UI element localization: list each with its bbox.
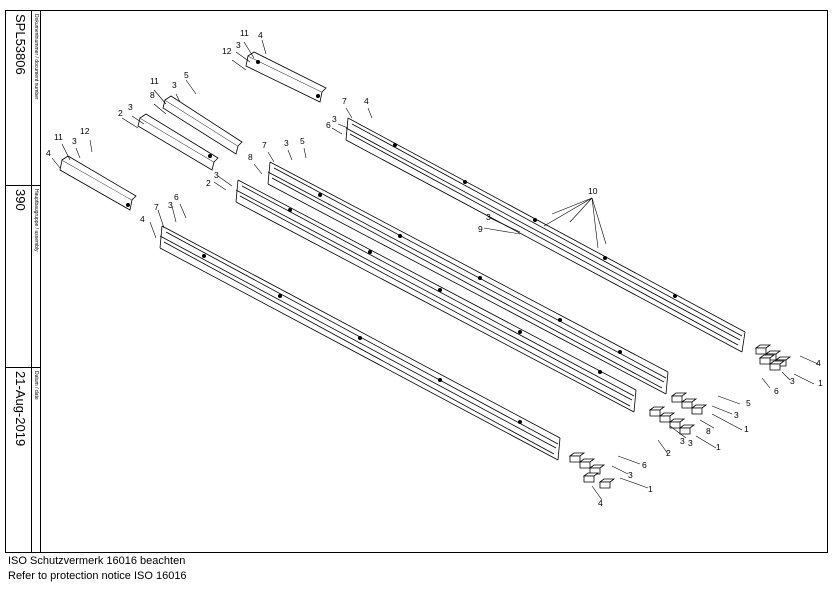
callout-label: 3 bbox=[128, 102, 133, 112]
callout-numbers: 11 4 3 12 5 11 3 8 2 3 7 4 6 3 11 3 12 4… bbox=[46, 28, 823, 508]
title-block-separator bbox=[5, 367, 41, 368]
title-block-divider bbox=[31, 10, 32, 553]
callout-label: 1 bbox=[716, 442, 721, 452]
callout-label: 4 bbox=[258, 30, 263, 40]
callout-label: 3 bbox=[72, 136, 77, 146]
callout-label: 10 bbox=[588, 186, 598, 196]
callout-label: 4 bbox=[46, 148, 51, 158]
callout-label: 4 bbox=[364, 96, 369, 106]
callout-label: 6 bbox=[774, 386, 779, 396]
short-bar-far-left bbox=[59, 155, 137, 211]
bracket-cluster-mid bbox=[649, 392, 707, 435]
callout-label: 3 bbox=[680, 436, 685, 446]
protection-notice-german: ISO Schutzvermerk 16016 beachten bbox=[8, 555, 186, 567]
rail-long-left bbox=[159, 225, 561, 461]
callout-label: 9 bbox=[478, 224, 483, 234]
callout-label: 3 bbox=[628, 470, 633, 480]
callout-label: 5 bbox=[746, 398, 751, 408]
callout-label: 3 bbox=[332, 114, 337, 124]
rail-long-right bbox=[345, 117, 746, 353]
callout-label: 3 bbox=[214, 170, 219, 180]
callout-label: 8 bbox=[150, 90, 155, 100]
callout-label: 6 bbox=[174, 192, 179, 202]
fastener-markers bbox=[126, 60, 677, 424]
callout-label: 7 bbox=[262, 140, 267, 150]
callout-label: 11 bbox=[54, 132, 63, 142]
callout-label: 1 bbox=[818, 378, 823, 388]
callout-leaders bbox=[51, 39, 819, 501]
bracket-cluster-bottom bbox=[569, 452, 615, 489]
callout-label: 4 bbox=[816, 358, 821, 368]
callout-label: 2 bbox=[206, 178, 211, 188]
callout-label: 3 bbox=[688, 438, 693, 448]
callout-label: 4 bbox=[140, 214, 145, 224]
callout-label: 11 bbox=[240, 28, 249, 38]
callout-label: 7 bbox=[342, 96, 347, 106]
protection-notice-english: Refer to protection notice ISO 16016 bbox=[8, 570, 187, 582]
rail-long-center-lower bbox=[235, 179, 637, 413]
callout-label: 12 bbox=[80, 126, 90, 136]
short-bar-upper-left-b bbox=[137, 113, 219, 171]
callout-label: 6 bbox=[326, 120, 331, 130]
bracket-cluster-right bbox=[755, 344, 791, 371]
callout-label: 3 bbox=[168, 200, 173, 210]
title-block: Dokumentnummer / document number SPL5380… bbox=[5, 10, 41, 553]
short-bar-top bbox=[245, 51, 327, 103]
callout-label: 7 bbox=[154, 202, 159, 212]
callout-label: 8 bbox=[706, 426, 711, 436]
callout-label: 6 bbox=[642, 460, 647, 470]
callout-label: 1 bbox=[648, 484, 653, 494]
callout-label: 11 bbox=[150, 76, 159, 86]
callout-label: 5 bbox=[184, 70, 189, 80]
callout-label: 3 bbox=[486, 212, 491, 222]
callout-label: 3 bbox=[284, 138, 289, 148]
callout-label: 8 bbox=[248, 152, 253, 162]
callout-label: 2 bbox=[118, 108, 123, 118]
short-bar-upper-left-a bbox=[162, 95, 243, 155]
rail-long-center-upper bbox=[267, 161, 669, 395]
callout-label: 3 bbox=[790, 376, 795, 386]
callout-label: 3 bbox=[236, 40, 241, 50]
callout-label: 2 bbox=[666, 448, 671, 458]
callout-label: 4 bbox=[598, 498, 603, 508]
callout-label: 12 bbox=[222, 46, 232, 56]
callout-label: 3 bbox=[172, 80, 177, 90]
callout-label: 1 bbox=[744, 424, 749, 434]
callout-label: 3 bbox=[734, 410, 739, 420]
drawing-frame bbox=[5, 10, 828, 553]
title-block-separator bbox=[5, 185, 41, 186]
callout-label: 5 bbox=[300, 136, 305, 146]
